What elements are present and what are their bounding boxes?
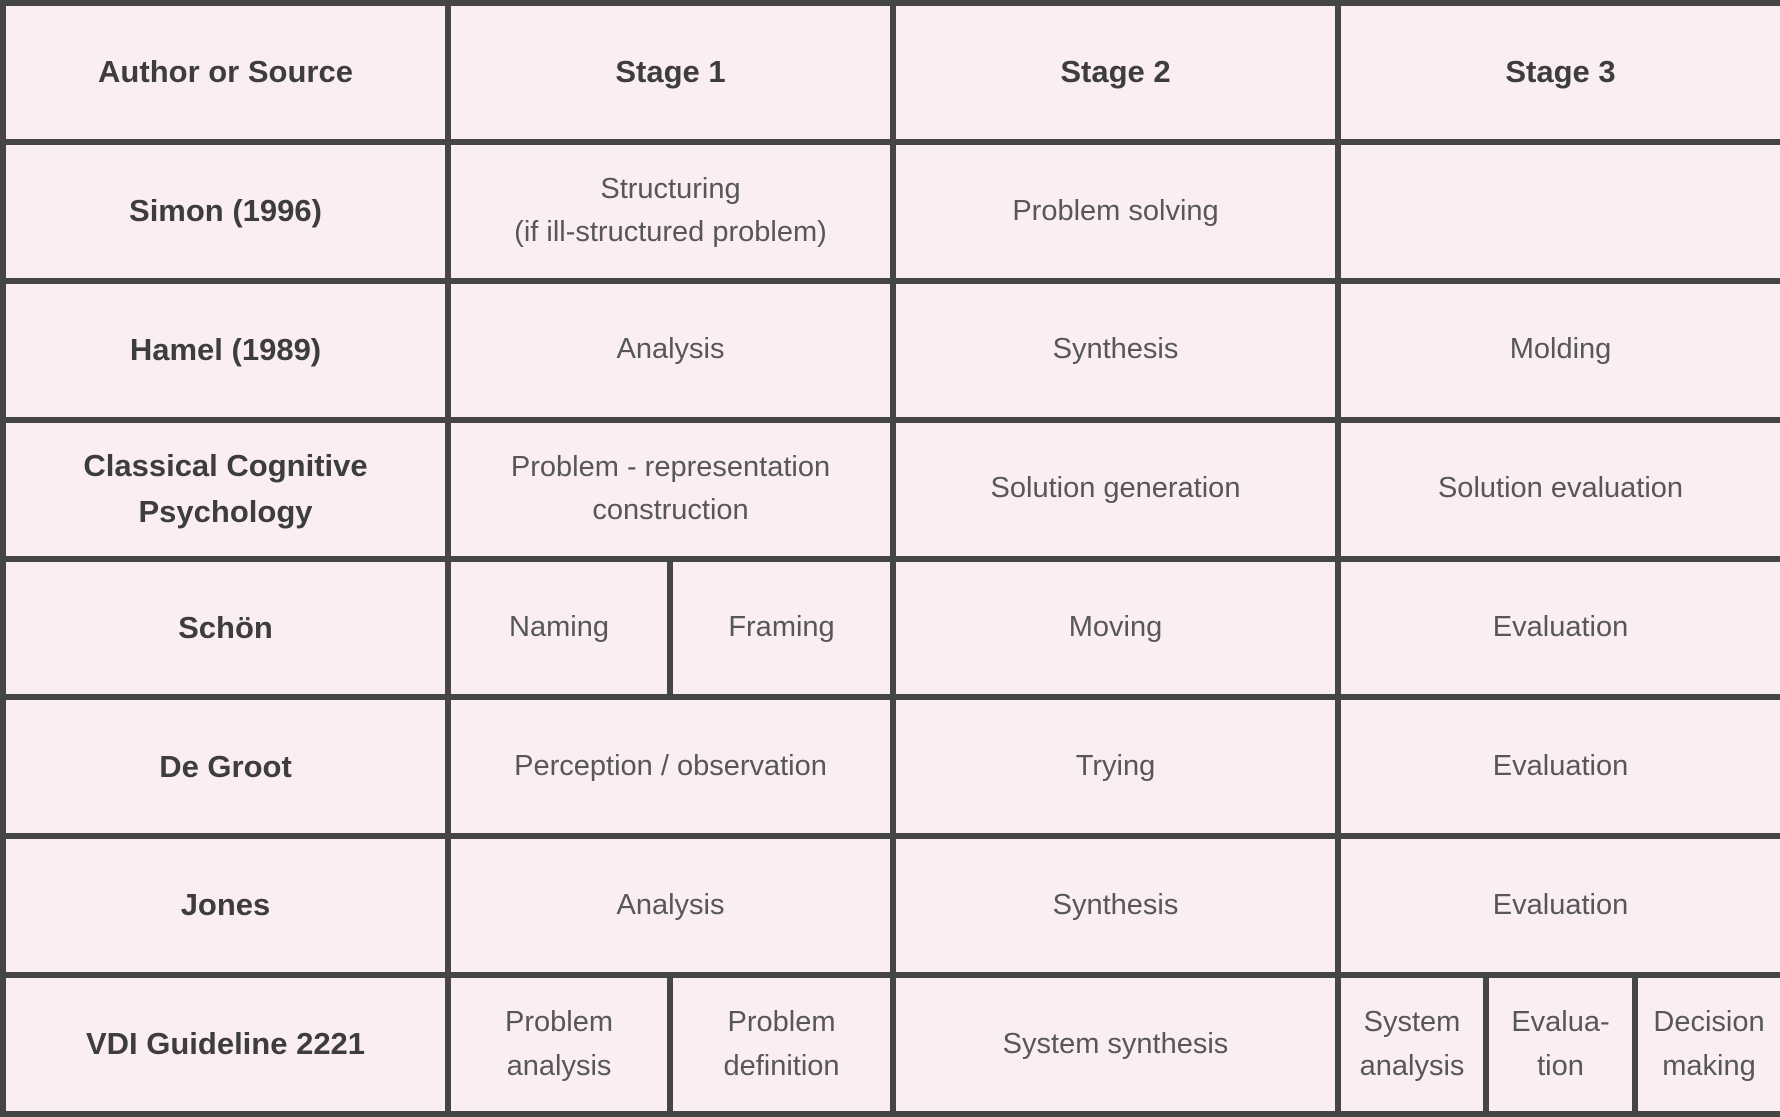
cell-classical-source: Classical Cognitive Psychology [0, 416, 451, 562]
header-stage-1: Stage 1 [445, 0, 896, 145]
table-row: De Groot Perception / observation Trying… [0, 694, 1780, 840]
cell-vdi-stage1-problem-definition: Problem definition [667, 972, 896, 1117]
cell-schon-source: Schön [0, 555, 451, 701]
cell-degroot-source: De Groot [0, 694, 451, 840]
cell-degroot-stage1: Perception / observation [445, 694, 896, 840]
cell-simon-stage3-empty [1334, 138, 1780, 284]
cell-schon-stage2: Moving [890, 555, 1341, 701]
header-author-or-source: Author or Source [0, 0, 451, 145]
table-row: Jones Analysis Synthesis Evaluation [0, 833, 1780, 979]
header-stage-2: Stage 2 [890, 0, 1341, 145]
table-row: Classical Cognitive Psychology Problem -… [0, 416, 1780, 562]
cell-jones-source: Jones [0, 833, 451, 979]
cell-classical-stage1: Problem - representation construction [445, 416, 896, 562]
cell-simon-stage1: Structuring (if ill-structured problem) [445, 138, 896, 284]
table-row: Simon (1996) Structuring (if ill-structu… [0, 138, 1780, 284]
cell-schon-stage1-naming: Naming [445, 555, 673, 701]
cell-vdi-stage3-evaluation: Evalua- tion [1483, 972, 1638, 1117]
cell-vdi-source: VDI Guideline 2221 [0, 972, 451, 1117]
table-row: VDI Guideline 2221 Problem analysis Prob… [0, 972, 1780, 1117]
cell-vdi-stage1-problem-analysis: Problem analysis [445, 972, 673, 1117]
cell-simon-source: Simon (1996) [0, 138, 451, 284]
cell-jones-stage3: Evaluation [1334, 833, 1780, 979]
cell-vdi-stage3-decision-making: Decision making [1631, 972, 1780, 1117]
cell-vdi-stage2: System synthesis [890, 972, 1341, 1117]
header-row: Author or Source Stage 1 Stage 2 Stage 3 [0, 0, 1780, 145]
cell-simon-stage2: Problem solving [890, 138, 1341, 284]
cell-hamel-stage2: Synthesis [890, 277, 1341, 423]
cell-schon-stage3: Evaluation [1334, 555, 1780, 701]
table-row: Hamel (1989) Analysis Synthesis Molding [0, 277, 1780, 423]
cell-vdi-stage3-system-analysis: System analysis [1335, 972, 1489, 1117]
cell-classical-stage3: Solution evaluation [1334, 416, 1780, 562]
cell-jones-stage2: Synthesis [890, 833, 1341, 979]
table-row: Schön Naming Framing Moving Evaluation [0, 555, 1780, 701]
cell-hamel-stage3: Molding [1334, 277, 1780, 423]
cell-hamel-source: Hamel (1989) [0, 277, 451, 423]
cell-degroot-stage2: Trying [890, 694, 1341, 840]
cell-hamel-stage1: Analysis [445, 277, 896, 423]
cell-classical-stage2: Solution generation [890, 416, 1341, 562]
cell-schon-stage1-framing: Framing [667, 555, 896, 701]
cell-jones-stage1: Analysis [445, 833, 896, 979]
header-stage-3: Stage 3 [1334, 0, 1780, 145]
cell-degroot-stage3: Evaluation [1334, 694, 1780, 840]
